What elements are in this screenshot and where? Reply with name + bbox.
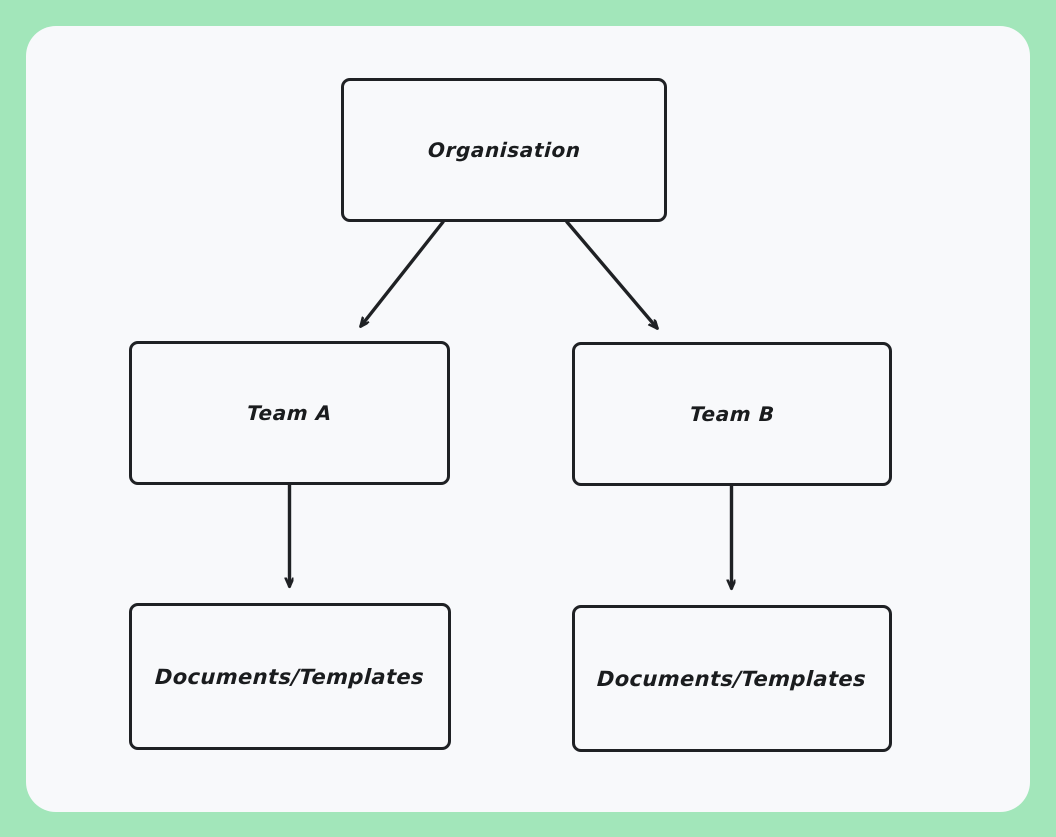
node-team-a[interactable]: Team A <box>129 341 450 485</box>
node-documents-templates-b-label: Documents/Templates <box>596 666 868 691</box>
node-documents-templates-a-label: Documents/Templates <box>154 664 426 689</box>
node-team-b[interactable]: Team B <box>572 342 892 486</box>
node-organisation-label: Organisation <box>426 138 582 162</box>
node-documents-templates-a[interactable]: Documents/Templates <box>129 603 451 750</box>
node-team-b-label: Team B <box>688 402 776 426</box>
node-documents-templates-b[interactable]: Documents/Templates <box>572 605 892 752</box>
node-organisation[interactable]: Organisation <box>341 78 667 222</box>
node-team-a-label: Team A <box>246 401 333 425</box>
